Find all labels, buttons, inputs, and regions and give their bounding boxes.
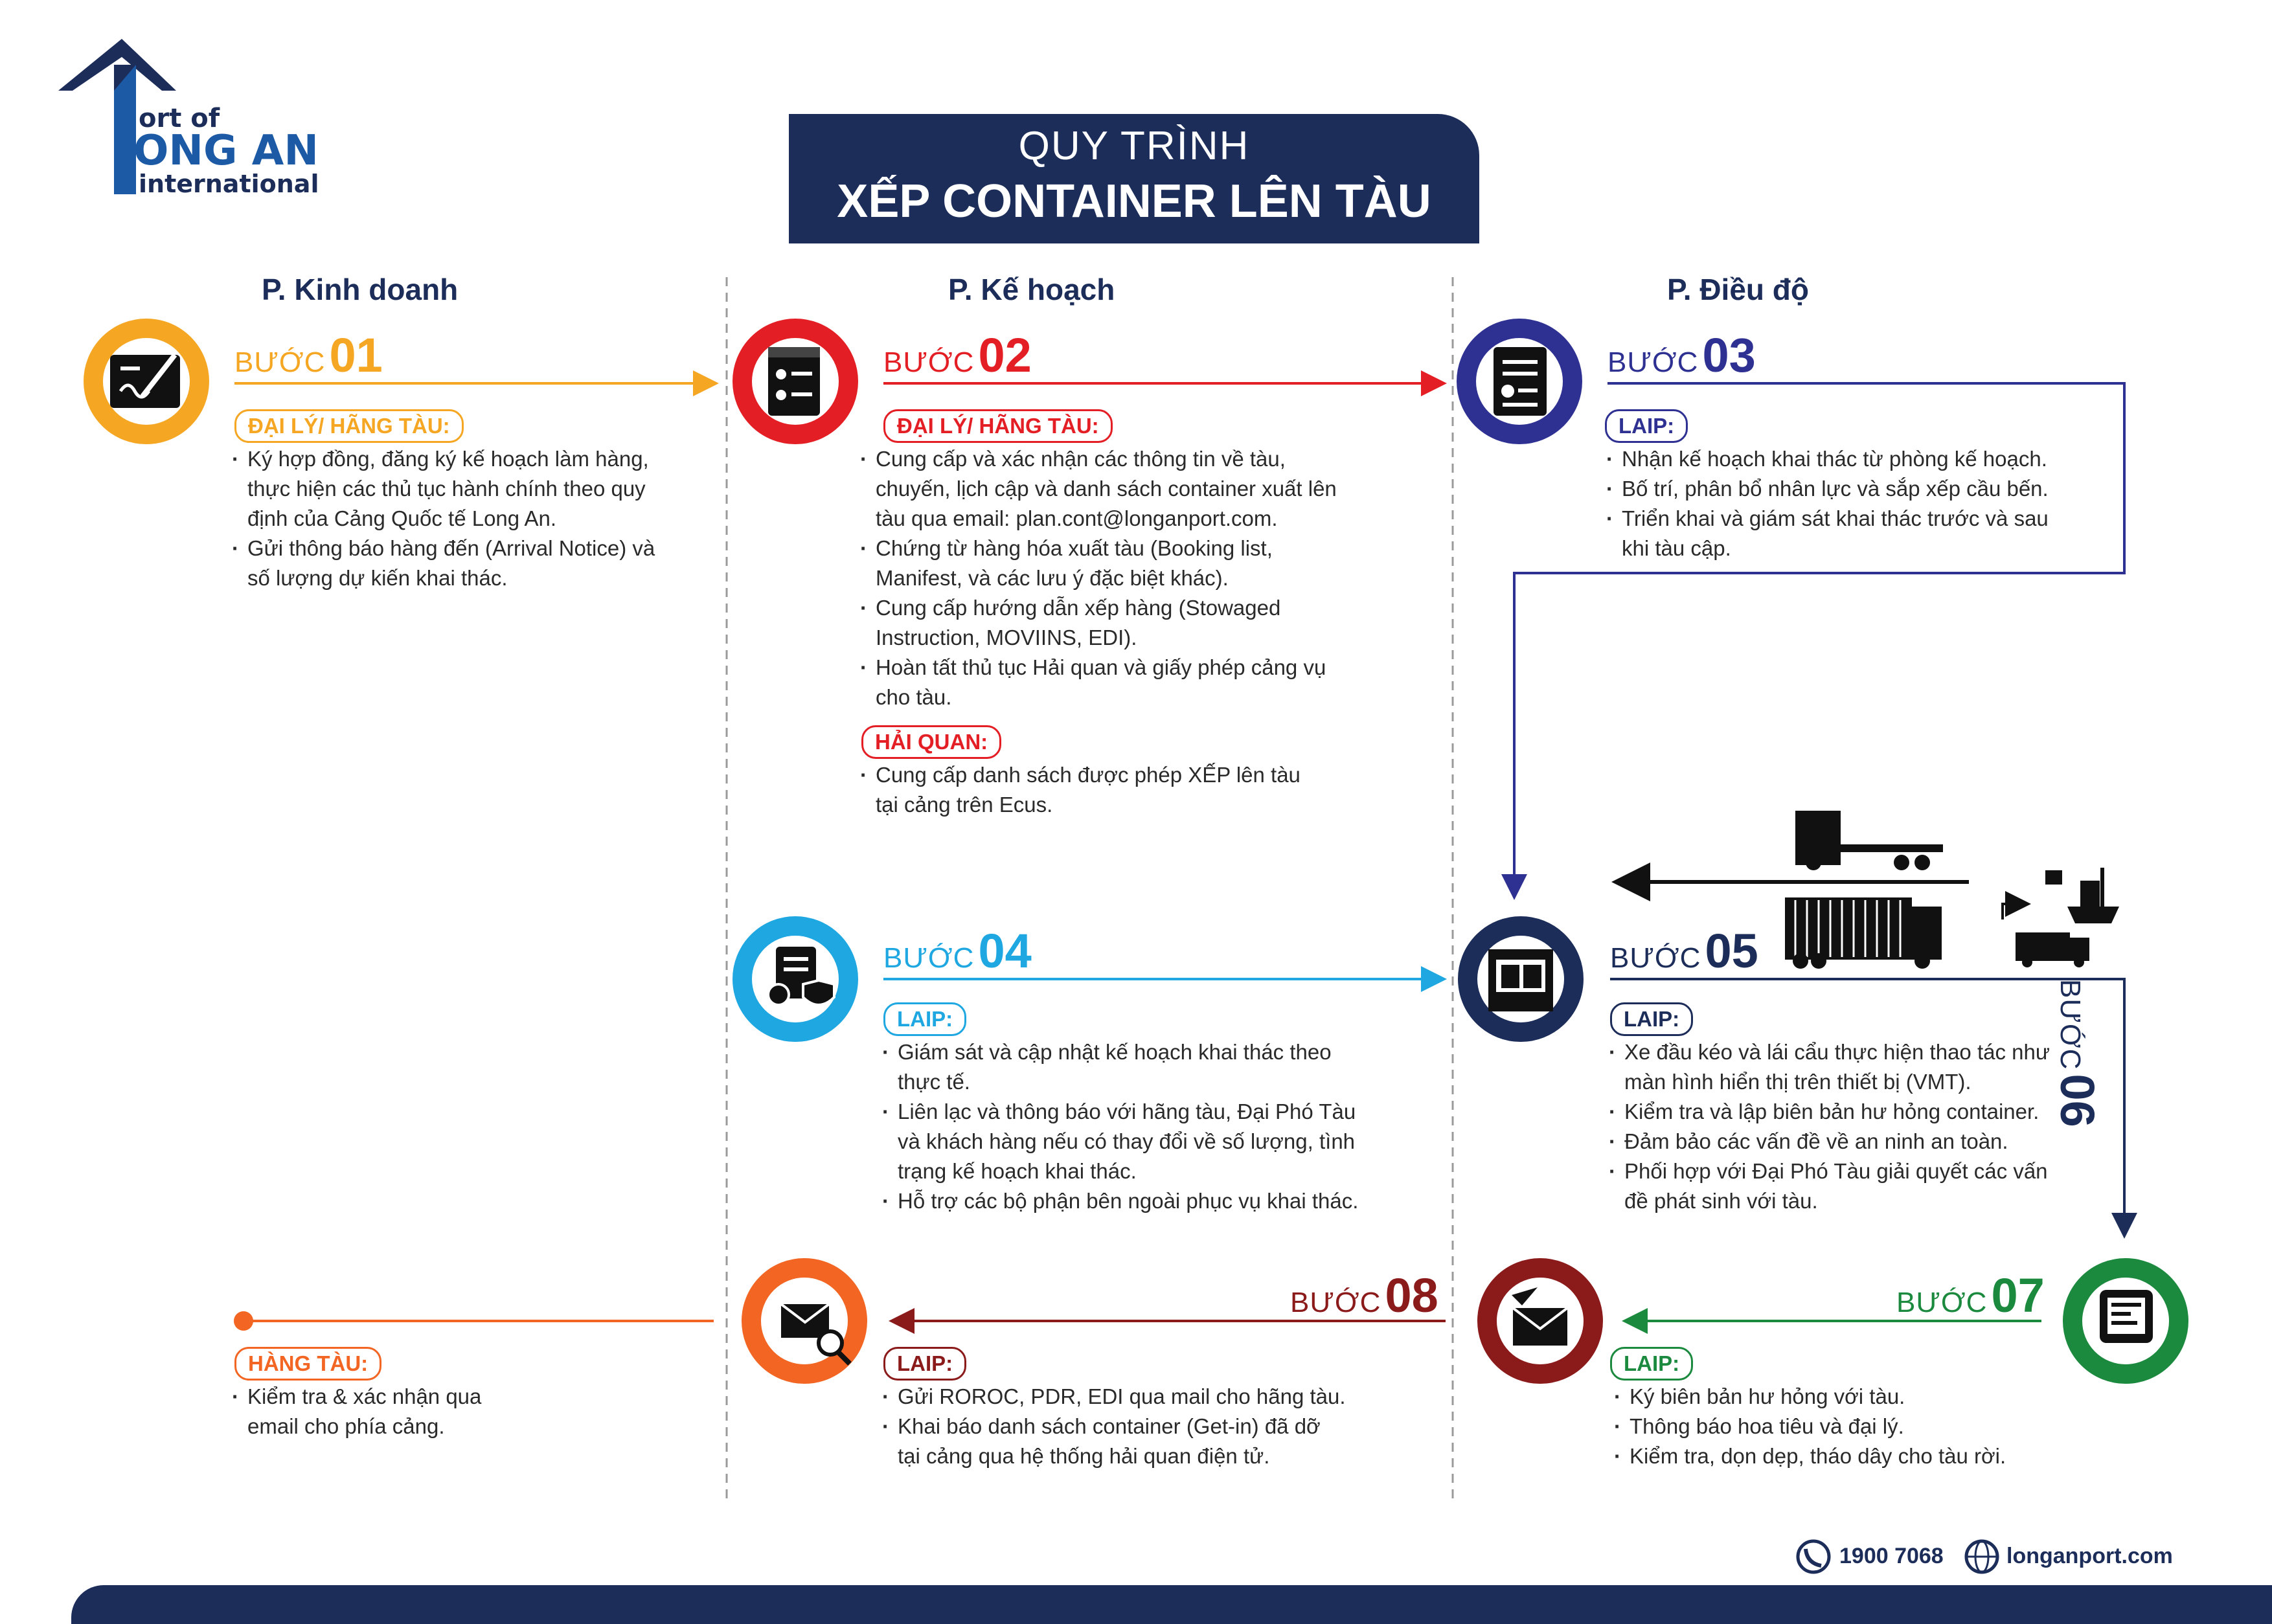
dept-heading-kinh-doanh: P. Kinh doanh — [262, 273, 459, 306]
list-item: Nhận kế hoạch khai thác từ phòng kế hoạc… — [1605, 444, 2123, 474]
dept-heading-ke-hoach: P. Kế hoạch — [948, 273, 1115, 306]
step-09-circle — [742, 1258, 867, 1384]
step-final-tag: HÀNG TÀU: — [234, 1347, 382, 1381]
end-dot — [234, 1311, 253, 1331]
logo-line2: ONG AN — [133, 127, 319, 175]
step-03-list: Nhận kế hoạch khai thác từ phòng kế hoạc… — [1605, 444, 2123, 563]
step-04-tag: LAIP: — [883, 1002, 967, 1036]
step-02-customs-list: Cung cấp danh sách được phép XẾP lên tàu… — [859, 760, 1370, 820]
page-title-line2: XẾP CONTAINER LÊN TÀU — [837, 175, 1431, 227]
step-label-07: BƯỚC07 — [1896, 1269, 2045, 1322]
step-label-02: BƯỚC02 — [883, 328, 1032, 382]
step-08-tag: LAIP: — [883, 1347, 967, 1381]
connector-03-05 — [1501, 382, 2126, 900]
list-item: Hỗ trợ các bộ phận bên ngoài phục vụ kha… — [881, 1186, 1425, 1216]
step-08-circle — [1477, 1258, 1603, 1384]
list-item: Cung cấp hướng dẫn xếp hàng (Stowaged In… — [859, 593, 1370, 653]
logo-roof-icon — [58, 39, 176, 194]
step-07-circle — [2063, 1258, 2188, 1384]
list-item: Giám sát và cập nhật kế hoạch khai thác … — [881, 1037, 1425, 1097]
step-08-list: Gửi ROROC, PDR, EDI qua mail cho hãng tà… — [881, 1382, 1412, 1471]
list-item: Kiểm tra và lập biên bản hư hỏng contain… — [1607, 1097, 2113, 1127]
step-05-tag: LAIP: — [1610, 1002, 1694, 1036]
truck-illustration-icon — [1611, 811, 2119, 969]
list-item: Bố trí, phân bổ nhân lực và sắp xếp cầu … — [1605, 474, 2123, 504]
step-01-tag: ĐẠI LÝ/ HÃNG TÀU: — [234, 409, 464, 443]
step-03-tag: LAIP: — [1605, 409, 1688, 443]
step-03-circle — [1457, 319, 1582, 444]
footer-phone[interactable]: 1900 7068 — [1839, 1544, 1944, 1568]
list-item: Cung cấp danh sách được phép XẾP lên tàu… — [859, 760, 1370, 820]
step-final-list: Kiểm tra & xác nhận qua email cho phía c… — [231, 1382, 684, 1441]
list-item: Triển khai và giám sát khai thác trước v… — [1605, 504, 2123, 563]
list-item: Hoàn tất thủ tục Hải quan và giấy phép c… — [859, 653, 1370, 712]
list-item: Gửi thông báo hàng đến (Arrival Notice) … — [231, 534, 723, 593]
step-label-04: BƯỚC04 — [883, 924, 1032, 978]
list-item: Ký hợp đồng, đăng ký kế hoạch làm hàng, … — [231, 444, 723, 534]
list-item: Đảm bảo các vấn đề về an ninh an toàn. — [1607, 1127, 2113, 1156]
list-item: Xe đầu kéo và lái cẩu thực hiện thao tác… — [1607, 1037, 2113, 1097]
globe-icon — [1964, 1539, 1999, 1574]
dept-heading-dieu-do: P. Điều độ — [1667, 273, 1809, 306]
list-item: Phối hợp với Đại Phó Tàu giải quyết các … — [1607, 1156, 2113, 1216]
title-banner: QUY TRÌNH XẾP CONTAINER LÊN TÀU — [789, 114, 1479, 243]
step-label-05: BƯỚC05 — [1610, 924, 1758, 978]
list-item: Liên lạc và thông báo với hãng tàu, Đại … — [881, 1097, 1425, 1186]
step-02-tag: ĐẠI LÝ/ HÃNG TÀU: — [883, 409, 1113, 443]
step-02-circle — [733, 319, 858, 444]
step-01-list: Ký hợp đồng, đăng ký kế hoạch làm hàng, … — [231, 444, 723, 593]
step-05-list: Xe đầu kéo và lái cẩu thực hiện thao tác… — [1607, 1037, 2113, 1216]
step-02-customs-tag: HẢI QUAN: — [861, 725, 1002, 759]
footer-website[interactable]: longanport.com — [2006, 1544, 2173, 1568]
logo-line1: ort of — [139, 104, 220, 133]
list-item: Gửi ROROC, PDR, EDI qua mail cho hãng tà… — [881, 1382, 1412, 1412]
step-07-list: Ký biên bản hư hỏng với tàu. Thông báo h… — [1613, 1382, 2105, 1471]
list-item: Kiểm tra & xác nhận qua email cho phía c… — [231, 1382, 684, 1441]
footer-bar — [71, 1585, 2272, 1624]
list-item: Thông báo hoa tiêu và đại lý. — [1613, 1412, 2105, 1441]
connector-05-07 — [1610, 978, 2137, 1239]
list-item: Ký biên bản hư hỏng với tàu. — [1613, 1382, 2105, 1412]
page-title-line1: QUY TRÌNH — [1018, 124, 1250, 168]
phone-icon — [1796, 1539, 1831, 1574]
step-label-08: BƯỚC08 — [1290, 1269, 1438, 1322]
step-label-01: BƯỚC01 — [234, 328, 383, 382]
step-05-circle — [1458, 916, 1584, 1042]
list-item: Khai báo danh sách container (Get-in) đã… — [881, 1412, 1412, 1471]
step-04-circle — [733, 916, 858, 1042]
step-04-list: Giám sát và cập nhật kế hoạch khai thác … — [881, 1037, 1425, 1216]
logo-line3: international — [139, 170, 319, 198]
step-07-tag: LAIP: — [1610, 1347, 1694, 1381]
list-item: Cung cấp và xác nhận các thông tin về tà… — [859, 444, 1370, 534]
list-item: Kiểm tra, dọn dẹp, tháo dây cho tàu rời. — [1613, 1441, 2105, 1471]
step-label-03: BƯỚC03 — [1607, 328, 1756, 382]
step-02-list: Cung cấp và xác nhận các thông tin về tà… — [859, 444, 1370, 712]
step-01-circle — [84, 319, 209, 444]
list-item: Chứng từ hàng hóa xuất tàu (Booking list… — [859, 534, 1370, 593]
